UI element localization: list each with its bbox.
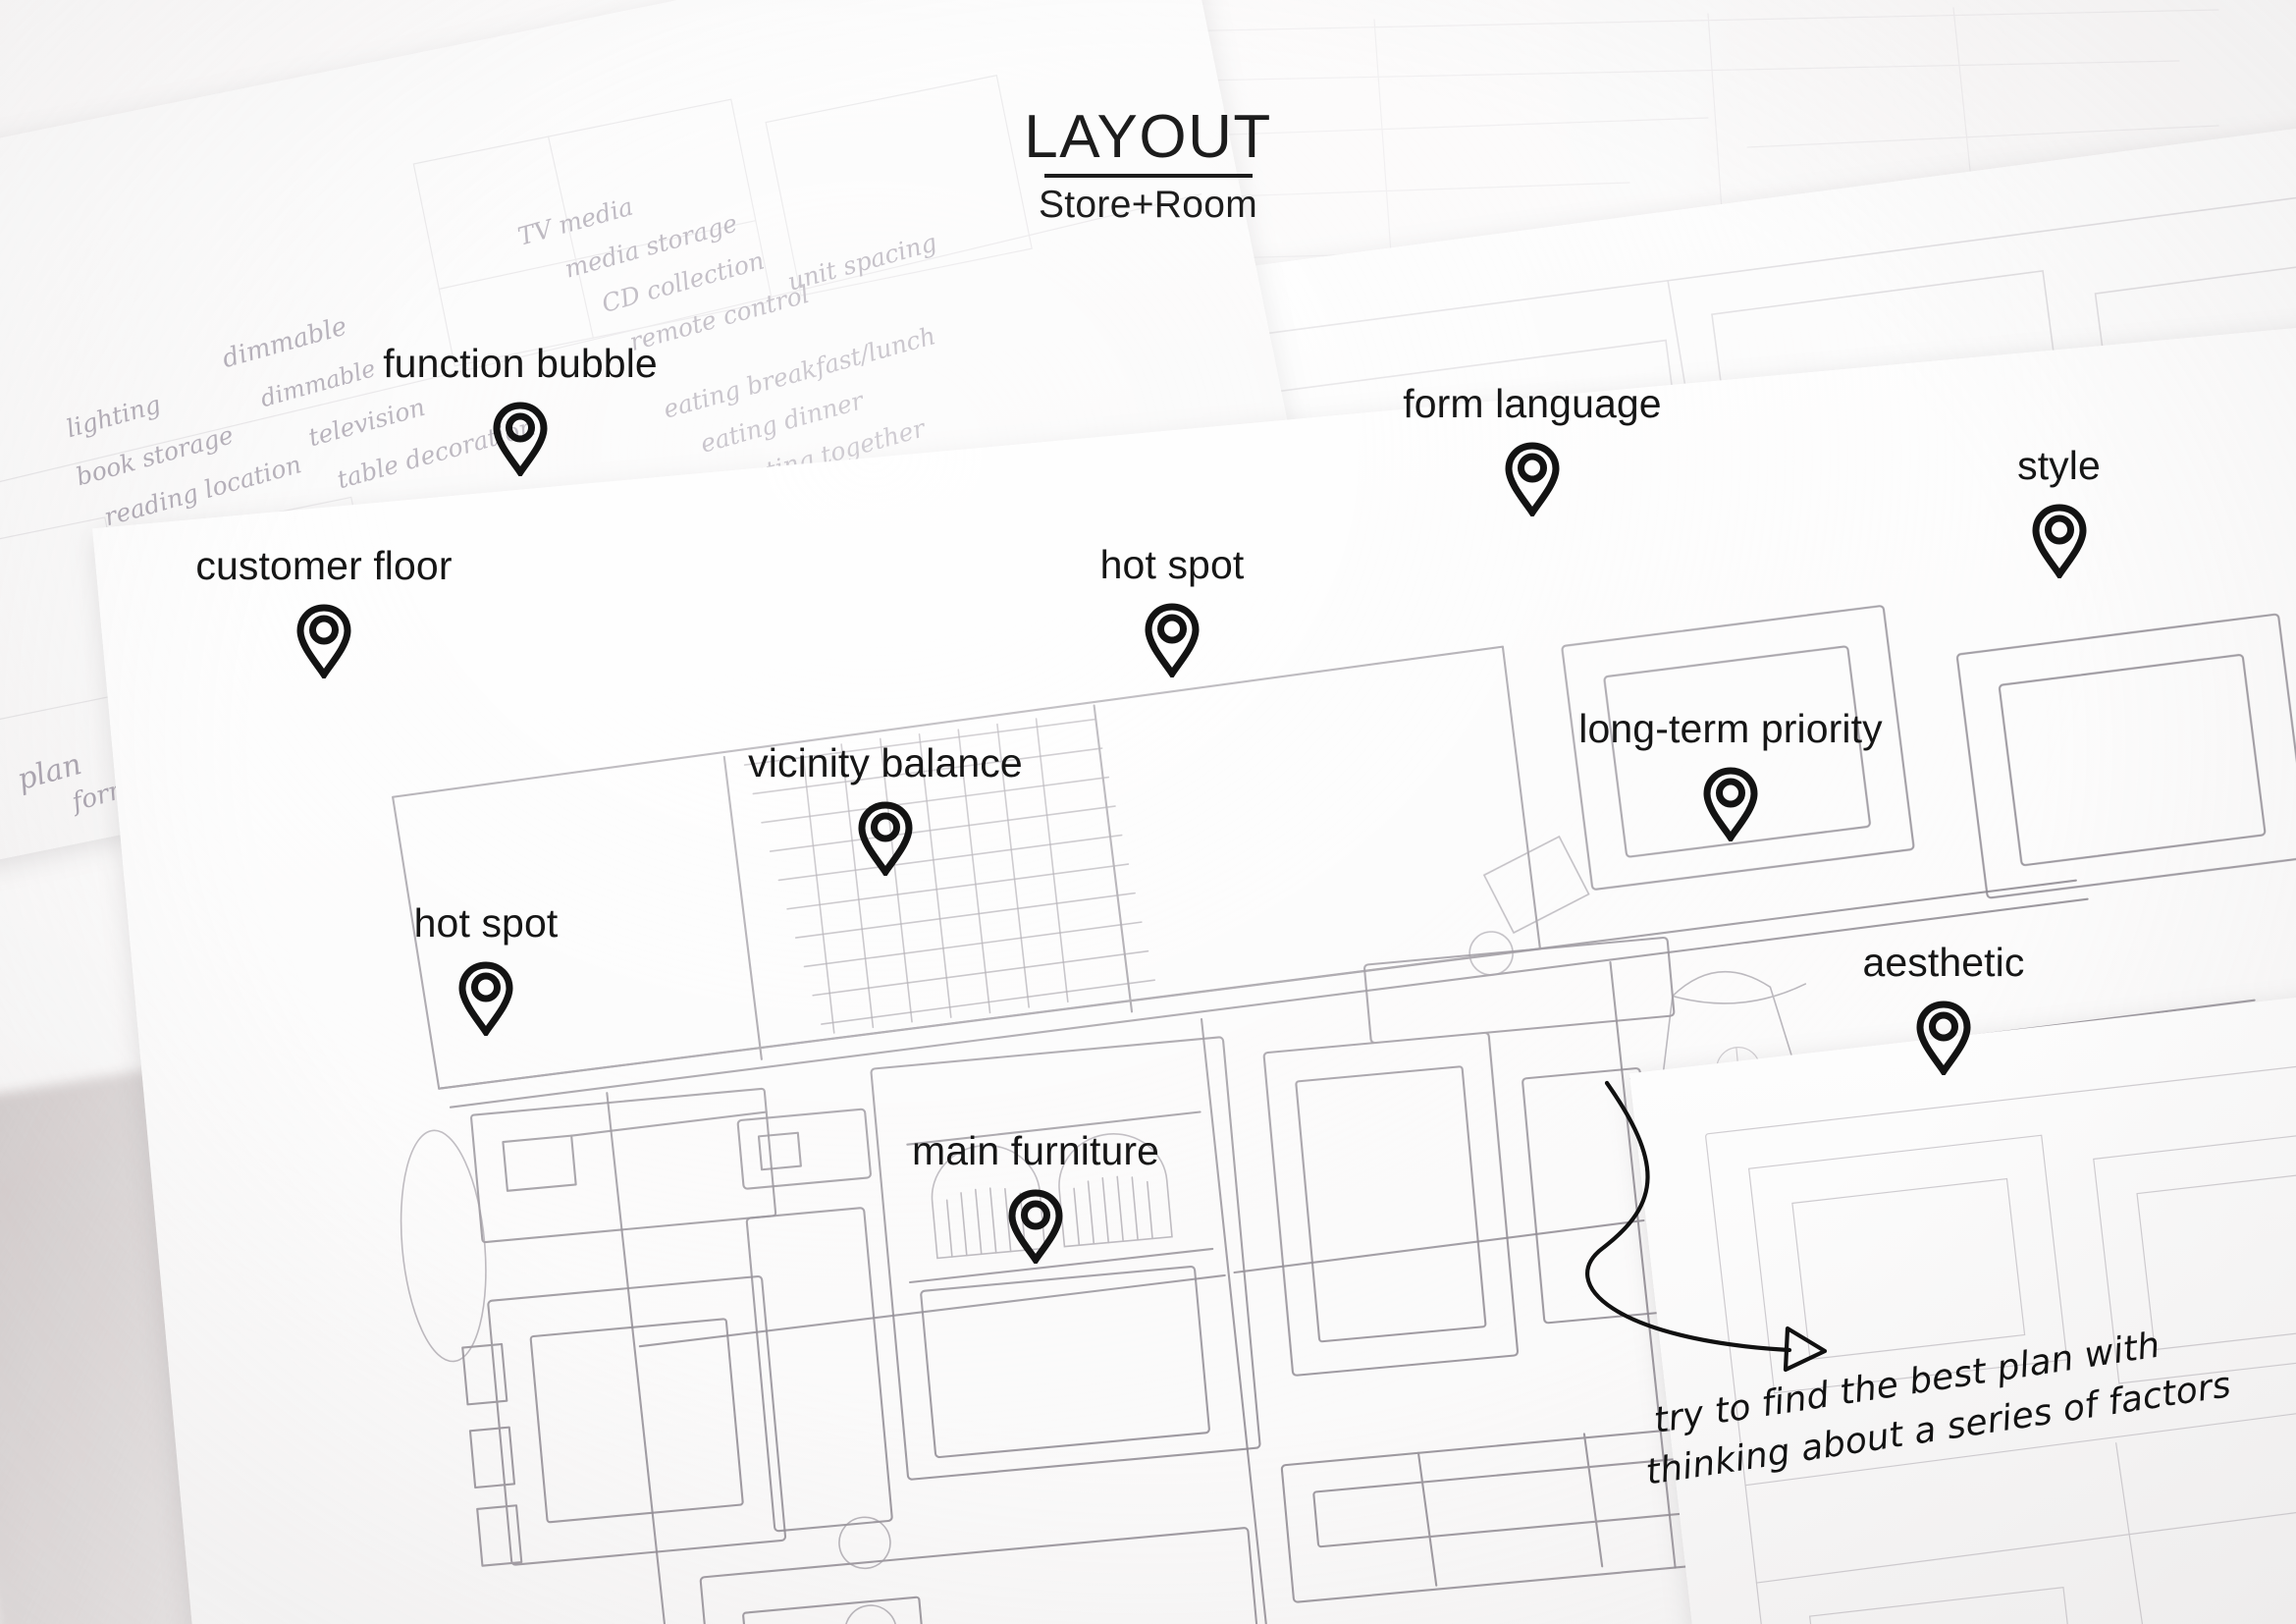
curved-arrow-icon [1546, 1056, 1890, 1394]
marker-style[interactable]: style [1953, 446, 2164, 578]
sketch-note-word: unit spacing [784, 228, 940, 297]
marker-label: hot spot [413, 900, 559, 946]
map-pin-icon [1145, 603, 1200, 677]
marker-function-bubble[interactable]: function bubble [339, 344, 702, 476]
marker-label: form language [1403, 381, 1662, 426]
map-pin-icon [1008, 1189, 1063, 1264]
sketch-note-word: lighting [63, 390, 164, 444]
marker-label: long-term priority [1578, 706, 1883, 751]
marker-label: style [2017, 443, 2101, 488]
marker-long-term-priority[interactable]: long-term priority [1522, 709, 1940, 841]
map-pin-icon [2031, 504, 2087, 578]
title-block: LAYOUT Store+Room [0, 106, 2296, 227]
marker-label: main furniture [911, 1128, 1160, 1173]
map-pin-icon [1916, 1001, 1971, 1075]
marker-customer-floor[interactable]: customer floor [152, 546, 496, 678]
marker-label: aesthetic [1862, 940, 2025, 985]
page-title: LAYOUT [1024, 103, 1272, 171]
marker-vicinity-balance[interactable]: vicinity balance [711, 743, 1060, 876]
map-pin-icon [493, 402, 548, 476]
marker-label: function bubble [383, 341, 658, 386]
marker-label: hot spot [1099, 542, 1245, 587]
marker-form-language[interactable]: form language [1365, 384, 1699, 516]
marker-label: customer floor [195, 543, 453, 588]
page-subtitle: Store+Room [1038, 184, 1258, 227]
marker-hot-spot-lower[interactable]: hot spot [363, 903, 609, 1036]
marker-main-furniture[interactable]: main furniture [874, 1131, 1198, 1264]
map-pin-icon [1703, 767, 1758, 841]
map-pin-icon [858, 801, 913, 876]
marker-hot-spot-upper[interactable]: hot spot [1049, 545, 1295, 677]
marker-aesthetic[interactable]: aesthetic [1842, 943, 2046, 1075]
title-divider [1043, 174, 1253, 179]
map-pin-icon [1505, 442, 1560, 516]
map-pin-icon [296, 604, 351, 678]
map-pin-icon [458, 961, 513, 1036]
marker-label: vicinity balance [748, 740, 1023, 785]
